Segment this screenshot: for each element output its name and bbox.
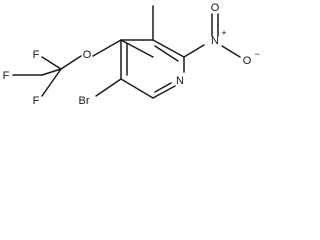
nitro-group: N + O O − bbox=[183, 2, 260, 67]
ring-bond-c2-c3-inner bbox=[154, 45, 179, 62]
charge-label-nitro-o: − bbox=[254, 49, 259, 59]
bond-o-cf3 bbox=[60, 55, 82, 70]
ring-bond-c2-c3 bbox=[152, 39, 185, 58]
pyridine-ring bbox=[120, 39, 185, 99]
bond-c5-br bbox=[95, 78, 122, 97]
bond-c2-nitro-n bbox=[183, 44, 205, 58]
bond-cf3-f-top bbox=[41, 56, 62, 70]
atom-label-ring-n: N bbox=[176, 75, 184, 87]
bond-cf3-f-bottom bbox=[41, 68, 62, 97]
atom-label-bromine: Br bbox=[79, 95, 90, 107]
ring-bond-c5-c6 bbox=[120, 78, 154, 99]
atom-label-nitro-n: N bbox=[211, 35, 219, 47]
atom-label-nitro-o-single: O bbox=[243, 55, 252, 67]
atom-label-nitro-o-double: O bbox=[211, 2, 220, 14]
atom-label-fluorine-bottom: F bbox=[33, 95, 40, 107]
atom-label-fluorine-top: F bbox=[33, 49, 40, 61]
atom-label-ether-oxygen: O bbox=[83, 49, 92, 61]
trifluoromethoxy-group: O F F F bbox=[3, 39, 122, 107]
ring-bond-c6-n1-inner bbox=[154, 82, 172, 93]
ring-bond-c3-c4 bbox=[120, 39, 154, 58]
bond-nitro-n-o-single bbox=[221, 45, 241, 58]
chemical-structure-diagram: N + O O − N Br O F F F bbox=[3, 2, 260, 107]
bond-cf3-f-left bbox=[41, 68, 62, 76]
bond-c4-o bbox=[92, 39, 122, 57]
charge-label-nitro-n: + bbox=[221, 28, 226, 38]
atom-label-fluorine-left: F bbox=[3, 70, 10, 82]
ring-bond-c6-n1 bbox=[152, 85, 176, 99]
